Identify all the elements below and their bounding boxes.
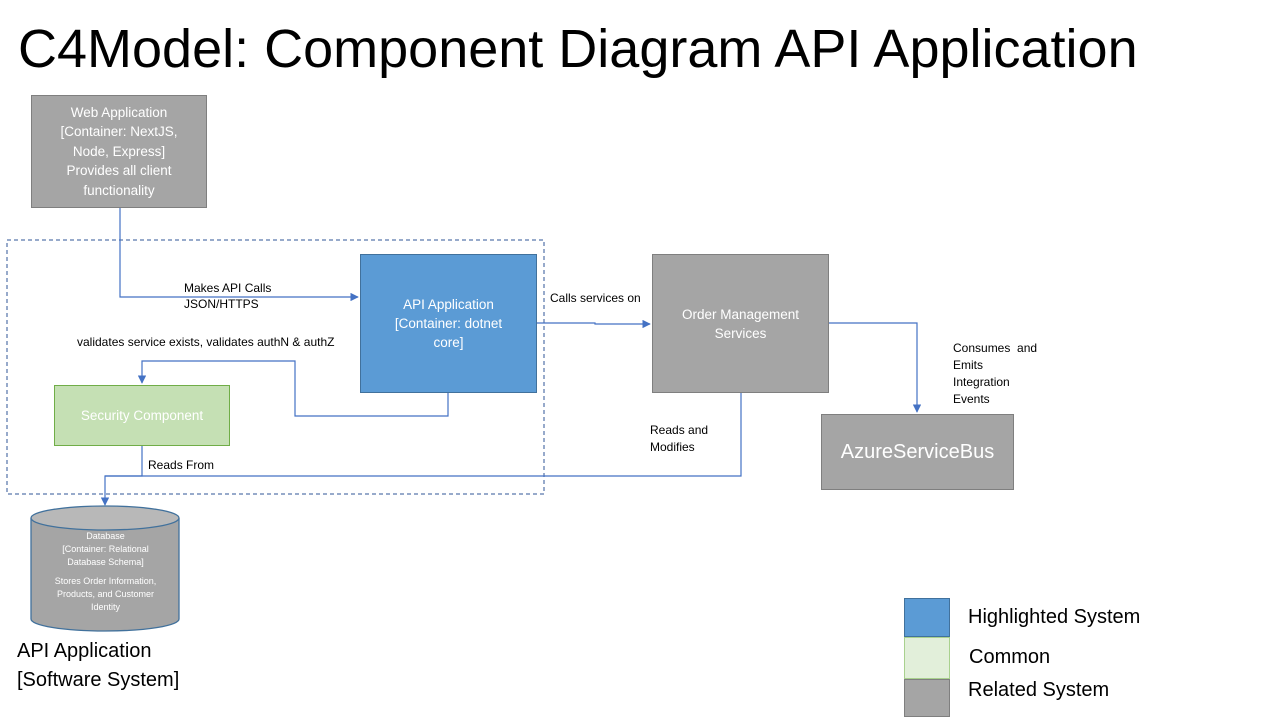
legend-label-related: Related System	[968, 679, 1110, 701]
node-line: API Application	[403, 297, 494, 312]
node-desc-line: Stores Order Information,	[54, 576, 157, 587]
node-line: Web Application	[70, 104, 168, 120]
node-line: [Container: NextJS,	[60, 124, 178, 140]
security-component-node: Security Component	[54, 385, 230, 446]
node-line: Node, Express]	[72, 143, 166, 159]
azure-service-bus-node: AzureServiceBus	[821, 414, 1014, 490]
edge-label-web-to-api: Makes API Calls JSON/HTTPS	[184, 280, 271, 312]
legend-label-common: Common	[969, 646, 1051, 668]
node-desc-line: Products, and Customer	[56, 589, 155, 600]
order-management-node: Order Management Services	[652, 254, 829, 393]
edge-oms-to-bus	[829, 322, 922, 413]
web-application-node: Web Application [Container: NextJS, Node…	[31, 95, 207, 208]
edge-web-to-api	[119, 208, 359, 302]
edge-label-line: Makes API Calls	[184, 281, 272, 295]
node-line: Order Management	[681, 306, 800, 322]
edge-api-to-security	[137, 360, 449, 417]
edge-label-line: Emits	[953, 358, 983, 372]
edge-label-line: Consumes and	[953, 341, 1038, 355]
node-label: Security Component	[80, 408, 204, 423]
database-cylinder	[30, 505, 180, 632]
database-node-text: Database [Container: Relational Database…	[34, 530, 177, 614]
edge-label-line: Events	[953, 392, 990, 406]
legend-swatch-highlighted	[904, 598, 950, 637]
edge-label-line: JSON/HTTPS	[184, 297, 259, 311]
spacer	[34, 568, 177, 575]
edge-label-oms-to-bus: Consumes and Emits Integration Events	[953, 340, 1037, 408]
node-line: functionality	[83, 182, 155, 198]
node-line: Services	[714, 325, 767, 341]
node-desc-line: Identity	[90, 601, 121, 612]
edge-api-to-oms	[537, 319, 651, 329]
boundary-line: API Application	[17, 640, 152, 662]
edge-label-line: Integration	[953, 375, 1010, 389]
system-boundary	[6, 239, 545, 495]
node-line: [Container: Relational	[62, 543, 149, 554]
edge-label-api-to-oms: Calls services on	[550, 291, 641, 305]
edge-label-api-to-security: validates service exists, validates auth…	[77, 335, 335, 349]
legend-label-highlighted: Highlighted System	[968, 606, 1141, 628]
node-line: core]	[433, 335, 464, 350]
node-line: Database	[86, 531, 125, 541]
node-line: Provides all client	[66, 163, 172, 179]
system-boundary-label: API Application [Software System]	[17, 637, 179, 695]
edge-label-line: Modifies	[650, 440, 695, 454]
node-label: AzureServiceBus	[840, 440, 995, 463]
legend-swatch-related	[904, 679, 950, 717]
page-title: C4Model: Component Diagram API Applicati…	[18, 19, 1138, 79]
boundary-line: [Software System]	[17, 669, 180, 691]
edge-label-line: Reads and	[650, 423, 709, 437]
edge-label-oms-to-db: Reads and Modifies	[650, 422, 708, 456]
edge-oms-to-db	[105, 393, 742, 477]
node-line: [Container: dotnet	[394, 316, 503, 331]
node-line: Database Schema]	[67, 556, 144, 567]
legend-swatch-common	[904, 637, 950, 679]
edge-label-security-to-db: Reads From	[148, 458, 215, 472]
api-application-node: API Application [Container: dotnet core]	[360, 254, 537, 393]
